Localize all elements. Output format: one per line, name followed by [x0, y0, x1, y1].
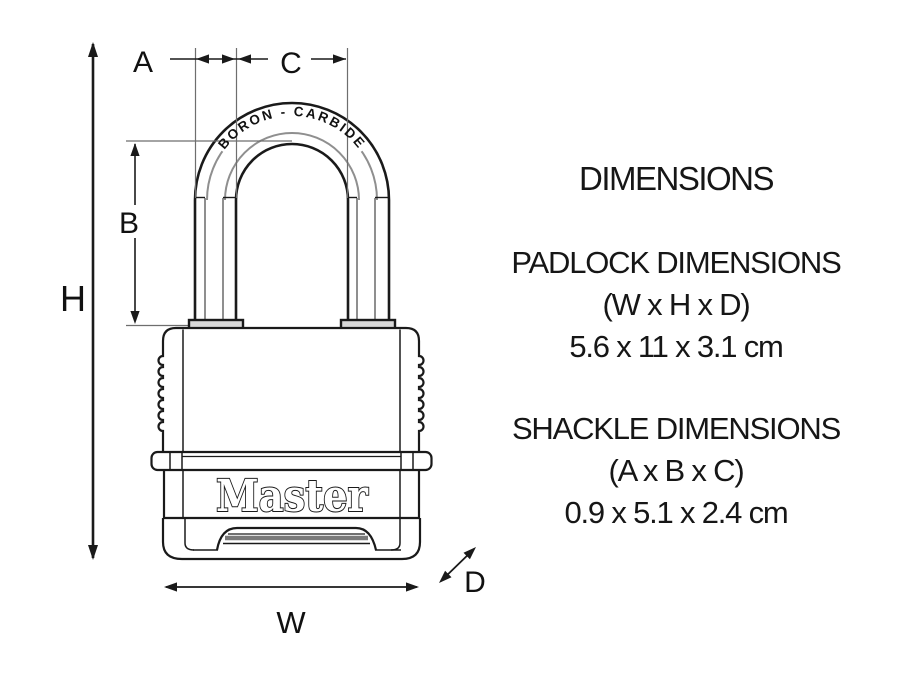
padlock-dimensions-formula: (W x H x D) — [602, 287, 751, 322]
label-h: H — [60, 278, 86, 319]
bumper-end-caps — [169, 452, 414, 470]
dimension-h: H — [60, 42, 98, 560]
bottom-cap-left-inner — [184, 518, 195, 551]
dimension-w: W — [164, 582, 419, 640]
d-arrowhead-down — [439, 570, 452, 583]
panel-title: DIMENSIONS — [578, 160, 775, 197]
b-arrowhead-down — [130, 311, 140, 324]
body-bumper-band — [150, 450, 433, 472]
dimension-annotations: H A C B W D — [60, 42, 486, 640]
shackle-text-band — [214, 105, 370, 159]
c-arrowhead-right — [333, 54, 346, 64]
lock-body: Master — [150, 318, 433, 561]
a-arrowhead-right — [222, 54, 235, 64]
label-b: B — [119, 207, 139, 240]
h-arrowhead-down — [88, 545, 98, 560]
extension-lines — [126, 48, 349, 327]
label-w: W — [276, 605, 306, 640]
shackle-dimensions-group: SHACKLE DIMENSIONS (A x B x C) 0.9 x 5.1… — [498, 408, 854, 534]
brand-logo: Master — [216, 471, 369, 522]
shackle-outer-arc — [193, 101, 391, 201]
dimension-d: D — [439, 547, 486, 599]
w-arrowhead-right — [406, 582, 419, 592]
dimensions-panel: DIMENSIONS PADLOCK DIMENSIONS (W x H x D… — [498, 160, 854, 534]
label-a: A — [133, 46, 153, 79]
body-lower-section — [162, 470, 421, 518]
d-arrowhead-up — [463, 547, 476, 560]
label-c: C — [280, 47, 302, 80]
padlock-dimensions-value: 5.6 x 11 x 3.1 cm — [569, 329, 784, 364]
shackle-dimensions-heading: SHACKLE DIMENSIONS — [511, 411, 841, 446]
padlock-dimensions-heading: PADLOCK DIMENSIONS — [511, 245, 841, 280]
h-arrowhead-up — [88, 42, 98, 57]
shackle — [193, 101, 391, 321]
padlock-dimensions-group: PADLOCK DIMENSIONS (W x H x D) 5.6 x 11 … — [498, 242, 854, 368]
shackle-inner-arc — [234, 142, 350, 201]
a-arrowhead-left — [196, 54, 209, 64]
shackle-dimensions-formula: (A x B x C) — [608, 453, 745, 488]
shackle-sleeve-arc-inner — [224, 132, 360, 201]
shackle-dimensions-value: 0.9 x 5.1 x 2.4 cm — [564, 495, 788, 530]
label-d: D — [464, 566, 486, 599]
c-arrowhead-left — [238, 54, 251, 64]
body-upper-outline — [157, 326, 425, 452]
b-arrowhead-up — [130, 143, 140, 156]
w-arrowhead-left — [164, 582, 177, 592]
